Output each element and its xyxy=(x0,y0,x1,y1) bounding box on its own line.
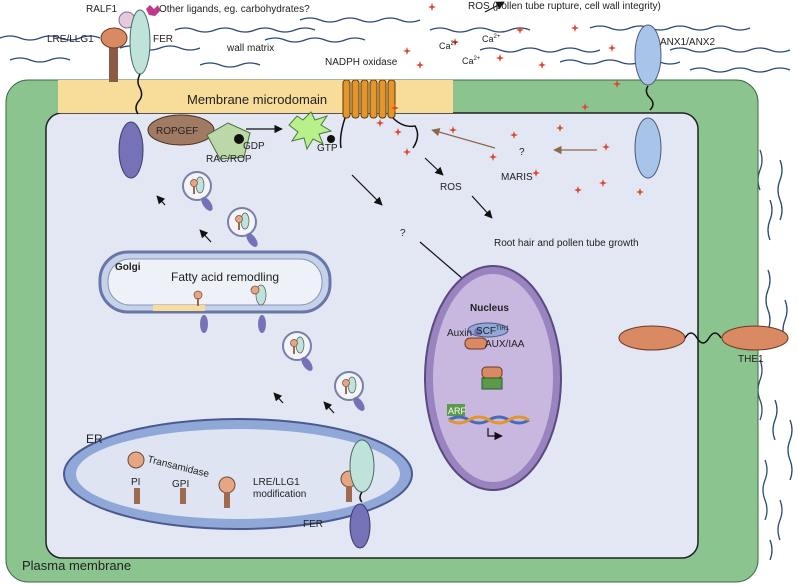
nadph-oxidase xyxy=(327,79,419,149)
svg-text:Ca2+: Ca2+ xyxy=(439,41,458,51)
wall-matrix-lines xyxy=(0,17,791,73)
label-ralf1: RALF1 xyxy=(86,4,118,15)
label-maris: MARIS xyxy=(501,172,533,183)
brown-arrows xyxy=(431,128,597,155)
label-nadph-oxidase: NADPH oxidase xyxy=(325,57,398,68)
label-er: ER xyxy=(86,432,103,446)
label-ca-3-sup: 2+ xyxy=(474,56,481,62)
label-ca-2-sup: 2+ xyxy=(494,34,501,40)
nucleus xyxy=(424,265,562,491)
label-ca-1-sup: 2+ xyxy=(451,41,458,47)
label-gdp: GDP xyxy=(243,141,265,152)
label-anx: ANX1/ANX2 xyxy=(660,37,715,48)
label-lre-llg1: LRE/LLG1 xyxy=(47,34,94,45)
label-rac-rop: RAC/ROP xyxy=(206,154,252,165)
label-plasma-membrane: Plasma membrane xyxy=(22,558,131,573)
label-gpi: GPI xyxy=(172,479,189,490)
label-fer-bottom: FER xyxy=(303,519,323,530)
label-fer-top: FER xyxy=(153,34,173,45)
label-question-2: ? xyxy=(400,228,406,239)
label-aux-iaa: AUX/IAA xyxy=(485,339,525,350)
label-arf: ARF xyxy=(448,406,467,416)
label-ros-mid: ROS xyxy=(440,182,462,193)
label-membrane-microdomain: Membrane microdomain xyxy=(187,92,327,107)
lre-fer-complex xyxy=(100,5,160,179)
the1-receptor xyxy=(618,325,789,351)
label-lre-mod-1: LRE/LLG1 xyxy=(253,477,300,488)
label-ros-top: ROS (pollen tube rupture, cell wall inte… xyxy=(468,1,661,12)
label-question-1: ? xyxy=(519,147,525,158)
label-other-ligands: Other ligands, eg. carbohydrates? xyxy=(159,4,310,15)
svg-text:Ca2+: Ca2+ xyxy=(462,56,481,66)
label-ca-3: Ca xyxy=(462,56,474,66)
label-golgi: Golgi xyxy=(115,262,141,273)
label-root-hair: Root hair and pollen tube growth xyxy=(494,238,639,249)
label-wall-matrix: wall matrix xyxy=(226,43,274,54)
ropgef-complex xyxy=(147,111,333,160)
label-ca-2: Ca xyxy=(482,34,494,44)
label-gtp: GTP xyxy=(317,143,338,154)
label-auxin: Auxin xyxy=(447,328,472,339)
label-nucleus: Nucleus xyxy=(470,303,509,314)
membrane-microdomain xyxy=(58,80,453,113)
svg-text:SCFTIR1: SCFTIR1 xyxy=(476,326,510,337)
golgi xyxy=(98,250,332,333)
label-fatty-acid: Fatty acid remodling xyxy=(171,270,279,284)
label-scf-sup: TIR1 xyxy=(496,326,510,332)
label-ropgef: ROPGEF xyxy=(156,126,198,137)
label-scf: SCF xyxy=(476,326,496,337)
label-pi: PI xyxy=(131,477,140,488)
label-ca-1: Ca xyxy=(439,41,451,51)
svg-text:Ca2+: Ca2+ xyxy=(482,34,501,44)
label-the1: THE1 xyxy=(738,354,764,365)
label-lre-mod-2: modification xyxy=(253,489,306,500)
endoplasmic-reticulum xyxy=(63,418,413,549)
anx-receptor xyxy=(634,24,662,179)
